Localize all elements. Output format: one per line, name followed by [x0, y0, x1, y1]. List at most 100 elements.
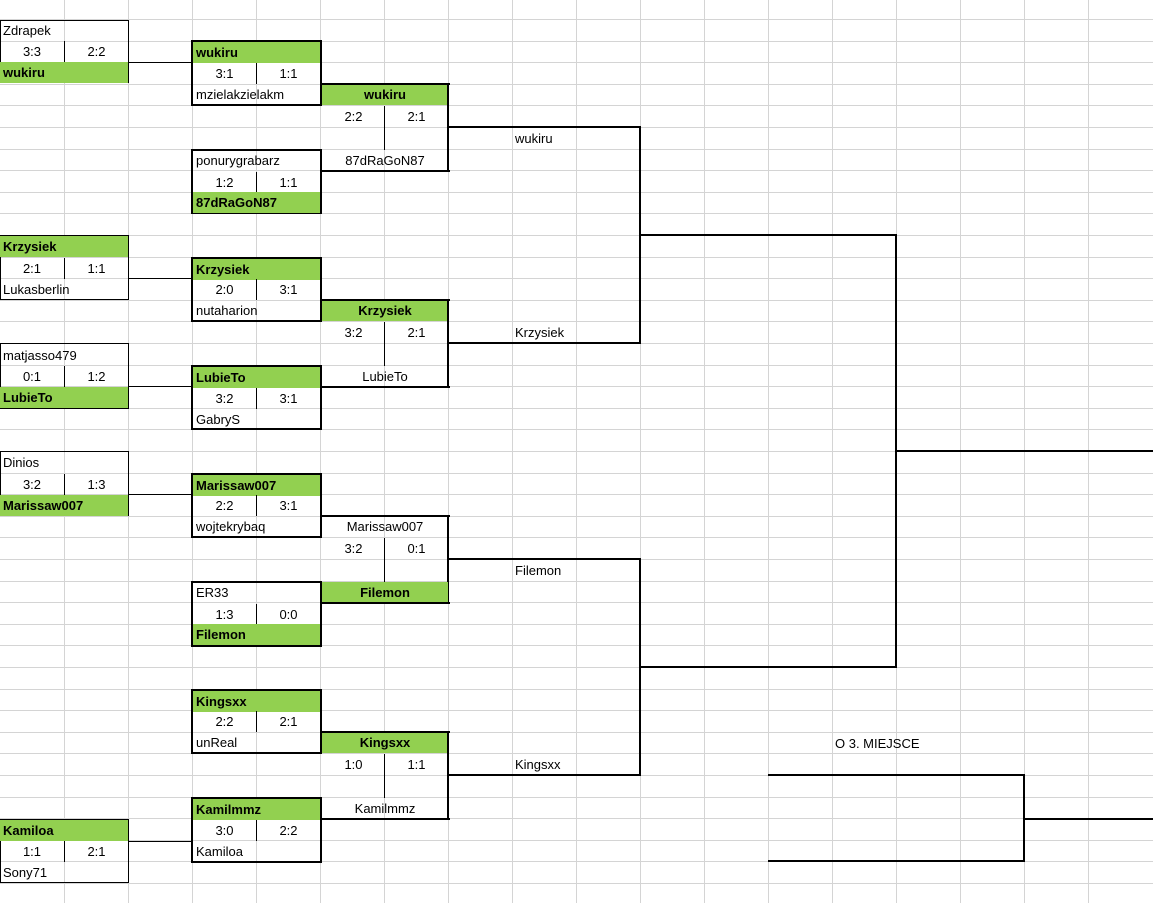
- score-cell[interactable]: 1:0: [344, 757, 363, 772]
- score-cell[interactable]: 1:1: [279, 175, 298, 190]
- player-cell[interactable]: GabryS: [196, 412, 241, 427]
- player-cell[interactable]: wojtekrybaq: [196, 519, 266, 534]
- score-cell[interactable]: 1:1: [279, 66, 298, 81]
- player-cell[interactable]: Dinios: [3, 455, 40, 470]
- player-cell[interactable]: Marissaw007: [346, 519, 424, 534]
- score-cell[interactable]: 2:1: [87, 844, 106, 859]
- winner-cell[interactable]: 87dRaGoN87: [193, 192, 320, 213]
- winner-cell[interactable]: Filemon: [322, 582, 448, 603]
- winner-cell[interactable]: Marissaw007: [193, 475, 320, 496]
- score-cell[interactable]: 2:1: [279, 714, 298, 729]
- winner-cell[interactable]: wukiru: [322, 84, 448, 105]
- score-cell[interactable]: 1:1: [407, 757, 426, 772]
- match-box: [191, 149, 322, 214]
- winner-cell[interactable]: Kamilmmz: [193, 799, 320, 820]
- winner-cell[interactable]: Kingsxx: [322, 732, 448, 753]
- score-cell[interactable]: 2:1: [22, 261, 42, 276]
- score-cell[interactable]: 1:3: [215, 607, 234, 622]
- winner-cell[interactable]: Krzysiek: [0, 236, 128, 257]
- score-cell[interactable]: 2:2: [215, 714, 234, 729]
- advancer-cell[interactable]: wukiru: [515, 131, 553, 146]
- bracket-line: [448, 126, 641, 128]
- score-cell[interactable]: 1:2: [87, 369, 106, 384]
- player-cell[interactable]: Sony71: [3, 865, 48, 880]
- match-box: [191, 689, 322, 754]
- bracket-line: [1024, 818, 1153, 820]
- advancer-cell[interactable]: Krzysiek: [515, 325, 565, 340]
- bracket-line: [896, 450, 1153, 452]
- score-cell[interactable]: 0:1: [22, 369, 42, 384]
- match-box: [191, 581, 322, 647]
- bracket-line: [128, 841, 192, 842]
- score-cell[interactable]: 3:2: [22, 477, 42, 492]
- score-cell[interactable]: 3:2: [344, 325, 363, 340]
- winner-cell[interactable]: Krzysiek: [322, 300, 448, 321]
- score-cell[interactable]: 2:0: [215, 282, 234, 297]
- score-divider: [256, 604, 257, 625]
- score-cell[interactable]: 3:1: [279, 498, 298, 513]
- winner-cell[interactable]: Kingsxx: [193, 691, 320, 712]
- score-cell[interactable]: 2:2: [87, 44, 106, 59]
- score-cell[interactable]: 2:1: [407, 325, 426, 340]
- score-cell[interactable]: 1:3: [87, 477, 106, 492]
- player-cell[interactable]: mzielakzielakm: [196, 87, 285, 102]
- bracket-line: [640, 234, 897, 236]
- bracket-line: [322, 818, 450, 820]
- match-box: [191, 257, 322, 322]
- player-cell[interactable]: ponurygrabarz: [196, 153, 280, 168]
- score-cell[interactable]: 0:0: [279, 607, 298, 622]
- score-cell[interactable]: 2:2: [279, 823, 298, 838]
- bracket-line: [322, 299, 450, 301]
- player-cell[interactable]: Zdrapek: [3, 23, 51, 38]
- bracket-line: [448, 558, 641, 560]
- score-divider: [64, 474, 65, 495]
- score-divider: [256, 820, 257, 841]
- bracket-line: [128, 386, 192, 387]
- score-divider: [256, 172, 257, 193]
- match-box: [0, 819, 129, 883]
- winner-cell[interactable]: Krzysiek: [193, 259, 320, 280]
- player-cell[interactable]: unReal: [196, 735, 238, 750]
- winner-cell[interactable]: wukiru: [193, 42, 320, 63]
- winner-cell[interactable]: wukiru: [0, 62, 128, 83]
- player-cell[interactable]: Kamilmmz: [354, 801, 416, 816]
- score-cell[interactable]: 1:1: [22, 844, 42, 859]
- match-box: [191, 40, 322, 106]
- score-cell[interactable]: 0:1: [407, 541, 426, 556]
- score-cell[interactable]: 3:1: [279, 391, 298, 406]
- winner-cell[interactable]: Marissaw007: [0, 495, 128, 516]
- player-cell[interactable]: 87dRaGoN87: [345, 153, 425, 168]
- score-cell[interactable]: 3:1: [279, 282, 298, 297]
- winner-cell[interactable]: Filemon: [193, 624, 320, 645]
- winner-cell[interactable]: LubieTo: [0, 387, 128, 408]
- score-cell[interactable]: 3:1: [215, 66, 234, 81]
- score-divider: [64, 841, 65, 862]
- score-cell[interactable]: 2:2: [344, 109, 363, 124]
- match-box: [191, 797, 322, 863]
- score-cell[interactable]: 3:2: [215, 391, 234, 406]
- score-cell[interactable]: 1:1: [87, 261, 106, 276]
- match-box: [0, 235, 129, 300]
- score-divider: [256, 388, 257, 409]
- score-divider: [64, 366, 65, 387]
- player-cell[interactable]: matjasso479: [3, 348, 77, 363]
- player-cell[interactable]: LubieTo: [362, 369, 408, 384]
- score-cell[interactable]: 3:0: [215, 823, 234, 838]
- score-cell[interactable]: 3:3: [22, 44, 42, 59]
- player-cell[interactable]: ER33: [196, 585, 229, 600]
- score-cell[interactable]: 3:2: [344, 541, 363, 556]
- score-cell[interactable]: 2:1: [407, 109, 426, 124]
- bracket-line: [322, 731, 450, 733]
- score-cell[interactable]: 2:2: [215, 498, 234, 513]
- winner-cell[interactable]: Kamiloa: [0, 820, 128, 841]
- advancer-cell[interactable]: Kingsxx: [515, 757, 561, 772]
- player-cell[interactable]: Kamiloa: [196, 844, 243, 859]
- player-cell[interactable]: nutaharion: [196, 303, 258, 318]
- score-cell[interactable]: 1:2: [215, 175, 234, 190]
- advancer-cell[interactable]: Filemon: [515, 563, 562, 578]
- bracket-line: [640, 666, 897, 668]
- score-divider: [384, 106, 385, 150]
- third-place-label: O 3. MIEJSCE: [835, 736, 920, 751]
- winner-cell[interactable]: LubieTo: [193, 367, 320, 388]
- player-cell[interactable]: Lukasberlin: [3, 282, 70, 297]
